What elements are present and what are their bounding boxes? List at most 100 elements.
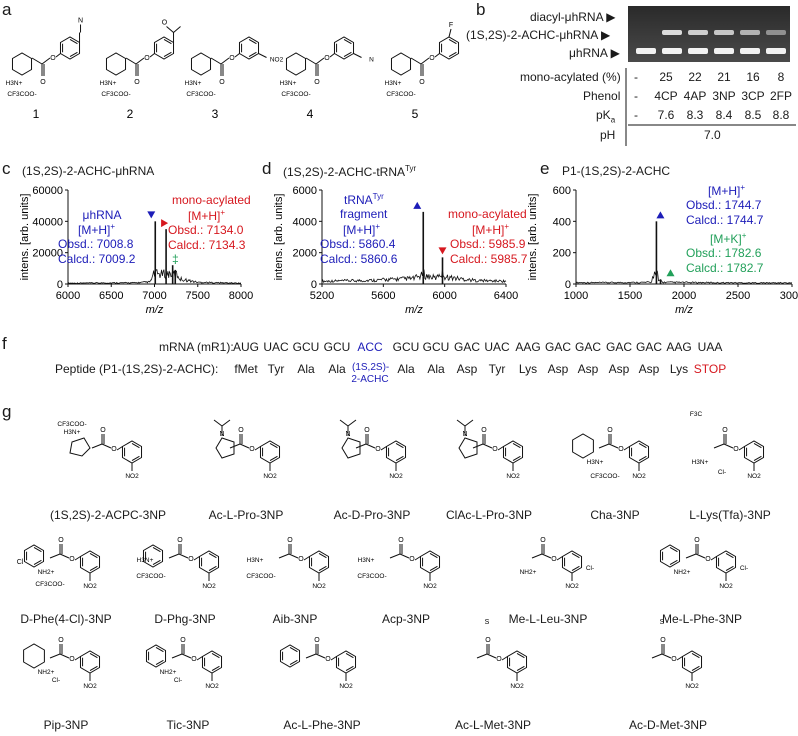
- atom-label: H3N+: [587, 459, 604, 466]
- y-axis-label: intens. [arb. units]: [527, 194, 539, 281]
- atom-label: NO2: [510, 683, 524, 690]
- pka-value: 7.6: [657, 108, 675, 122]
- atom-label: O: [188, 556, 194, 563]
- double-bond: [429, 552, 438, 559]
- c-blue-3: Obsd.: 7008.8: [58, 237, 134, 251]
- bond: [339, 419, 349, 427]
- x-axis-label: m/z: [675, 304, 693, 316]
- residue: Asp: [638, 362, 660, 376]
- atom-label: NO2: [83, 583, 97, 590]
- atom-label: NH2+: [674, 569, 691, 576]
- atom-label: CF3COO-: [101, 91, 130, 98]
- atom-label: O: [69, 656, 75, 663]
- compound-number: 2: [127, 107, 134, 121]
- codon: GCU: [323, 340, 351, 354]
- atom-label: S: [660, 619, 665, 626]
- atom-label: H3N+: [6, 80, 23, 87]
- ph-row-label: pH: [600, 128, 616, 142]
- atom-label: O: [58, 537, 64, 544]
- atom-label: CF3COO-: [7, 91, 36, 98]
- bond: [464, 419, 474, 427]
- panel-d-label: d: [262, 159, 272, 178]
- bond: [531, 553, 543, 559]
- bond: [353, 53, 362, 58]
- x-tick-label: 3000: [780, 290, 798, 302]
- atom-label: NH2+: [38, 569, 55, 576]
- d-blue-3: [M+H]+: [343, 222, 381, 237]
- bond: [365, 443, 376, 449]
- codon: GAC: [544, 340, 571, 354]
- atom-label: H3N+: [64, 429, 81, 436]
- bond: [541, 553, 552, 559]
- residue: Tyr: [267, 362, 285, 376]
- cyclohexane-ring: [23, 643, 45, 669]
- atom-label: CF3COO-: [35, 581, 64, 588]
- atom-label: NO2: [202, 583, 216, 590]
- atom-label: O: [111, 446, 117, 453]
- aryl-ring: [333, 36, 355, 60]
- double-bond: [155, 659, 164, 666]
- bond: [448, 28, 452, 38]
- atom-label: CF3COO-: [590, 473, 619, 480]
- c-green-mark: ‡: [172, 252, 179, 266]
- y-axis-label: intens. [arb. units]: [273, 194, 285, 281]
- atom-label: O: [733, 446, 739, 453]
- double-bond: [152, 546, 161, 553]
- atom-label: NO2: [83, 683, 97, 690]
- atom-label: NH2+: [160, 669, 177, 676]
- atom-label: CF3COO-: [136, 573, 165, 580]
- gel-band-free: [636, 48, 656, 54]
- atom-label: O: [671, 656, 677, 663]
- atom-label: NO2: [270, 57, 284, 64]
- phenol-value: 4CP: [654, 89, 678, 103]
- pyrrolidine-ring: [458, 437, 478, 459]
- cyclohexane-ring: [390, 52, 412, 76]
- atom-label: O: [496, 656, 502, 663]
- gel-band-mono: [714, 30, 734, 35]
- bond: [685, 553, 697, 559]
- bond: [254, 446, 261, 451]
- double-bond: [163, 51, 172, 58]
- x-tick-label: 2500: [726, 290, 750, 302]
- atom-label: O: [134, 79, 140, 86]
- x-tick-label: 5600: [371, 290, 395, 302]
- compound-name: D-Phg-3NP: [154, 612, 216, 626]
- compound-name: L-Lys(Tfa)-3NP: [689, 508, 771, 522]
- atom-label: O: [364, 427, 370, 434]
- y-tick-label: 4000: [293, 216, 317, 228]
- y-tick-label: 0: [565, 279, 571, 291]
- compound-name: Cha-3NP: [590, 508, 640, 522]
- band-free: μhRNA ▶: [569, 46, 620, 60]
- atom-label: H3N+: [358, 557, 375, 564]
- peak-marker: [666, 269, 675, 277]
- e-blue-3: Calcd.: 1744.7: [686, 213, 764, 227]
- e-green-2: Obsd.: 1782.6: [686, 246, 762, 260]
- codon: UAA: [697, 340, 723, 354]
- e-blue-2: Obsd.: 1744.7: [686, 198, 762, 212]
- atom-label: O: [324, 55, 330, 62]
- double-bond: [248, 38, 257, 45]
- d-blue-1: tRNATyr: [344, 192, 384, 207]
- compound-name: Ac-L-Phe-3NP: [283, 718, 361, 732]
- gel-band-mono: [662, 30, 682, 35]
- aryl-ring: [198, 550, 220, 574]
- pka-value: 8.4: [715, 108, 733, 122]
- panel-f-label: f: [2, 334, 7, 353]
- atom-label: O: [314, 637, 320, 644]
- x-tick-label: 7000: [142, 290, 166, 302]
- benzene-ring: [142, 544, 164, 568]
- peak-marker: [438, 247, 447, 255]
- atom-label: O: [607, 427, 613, 434]
- bond: [651, 653, 663, 659]
- c-blue-2: [M+H]+: [78, 222, 116, 237]
- residue: Lys: [518, 362, 538, 376]
- x-tick-label: 1500: [618, 290, 642, 302]
- compound-name: Tic-3NP: [166, 718, 210, 732]
- pyrrolidine-ring: [215, 437, 235, 459]
- bond: [476, 653, 488, 659]
- y-tick-label: 200: [553, 248, 571, 260]
- bond: [55, 53, 61, 58]
- bond: [258, 53, 267, 58]
- atom-label: Cl: [17, 559, 24, 566]
- y-tick-label: 60000: [32, 185, 63, 197]
